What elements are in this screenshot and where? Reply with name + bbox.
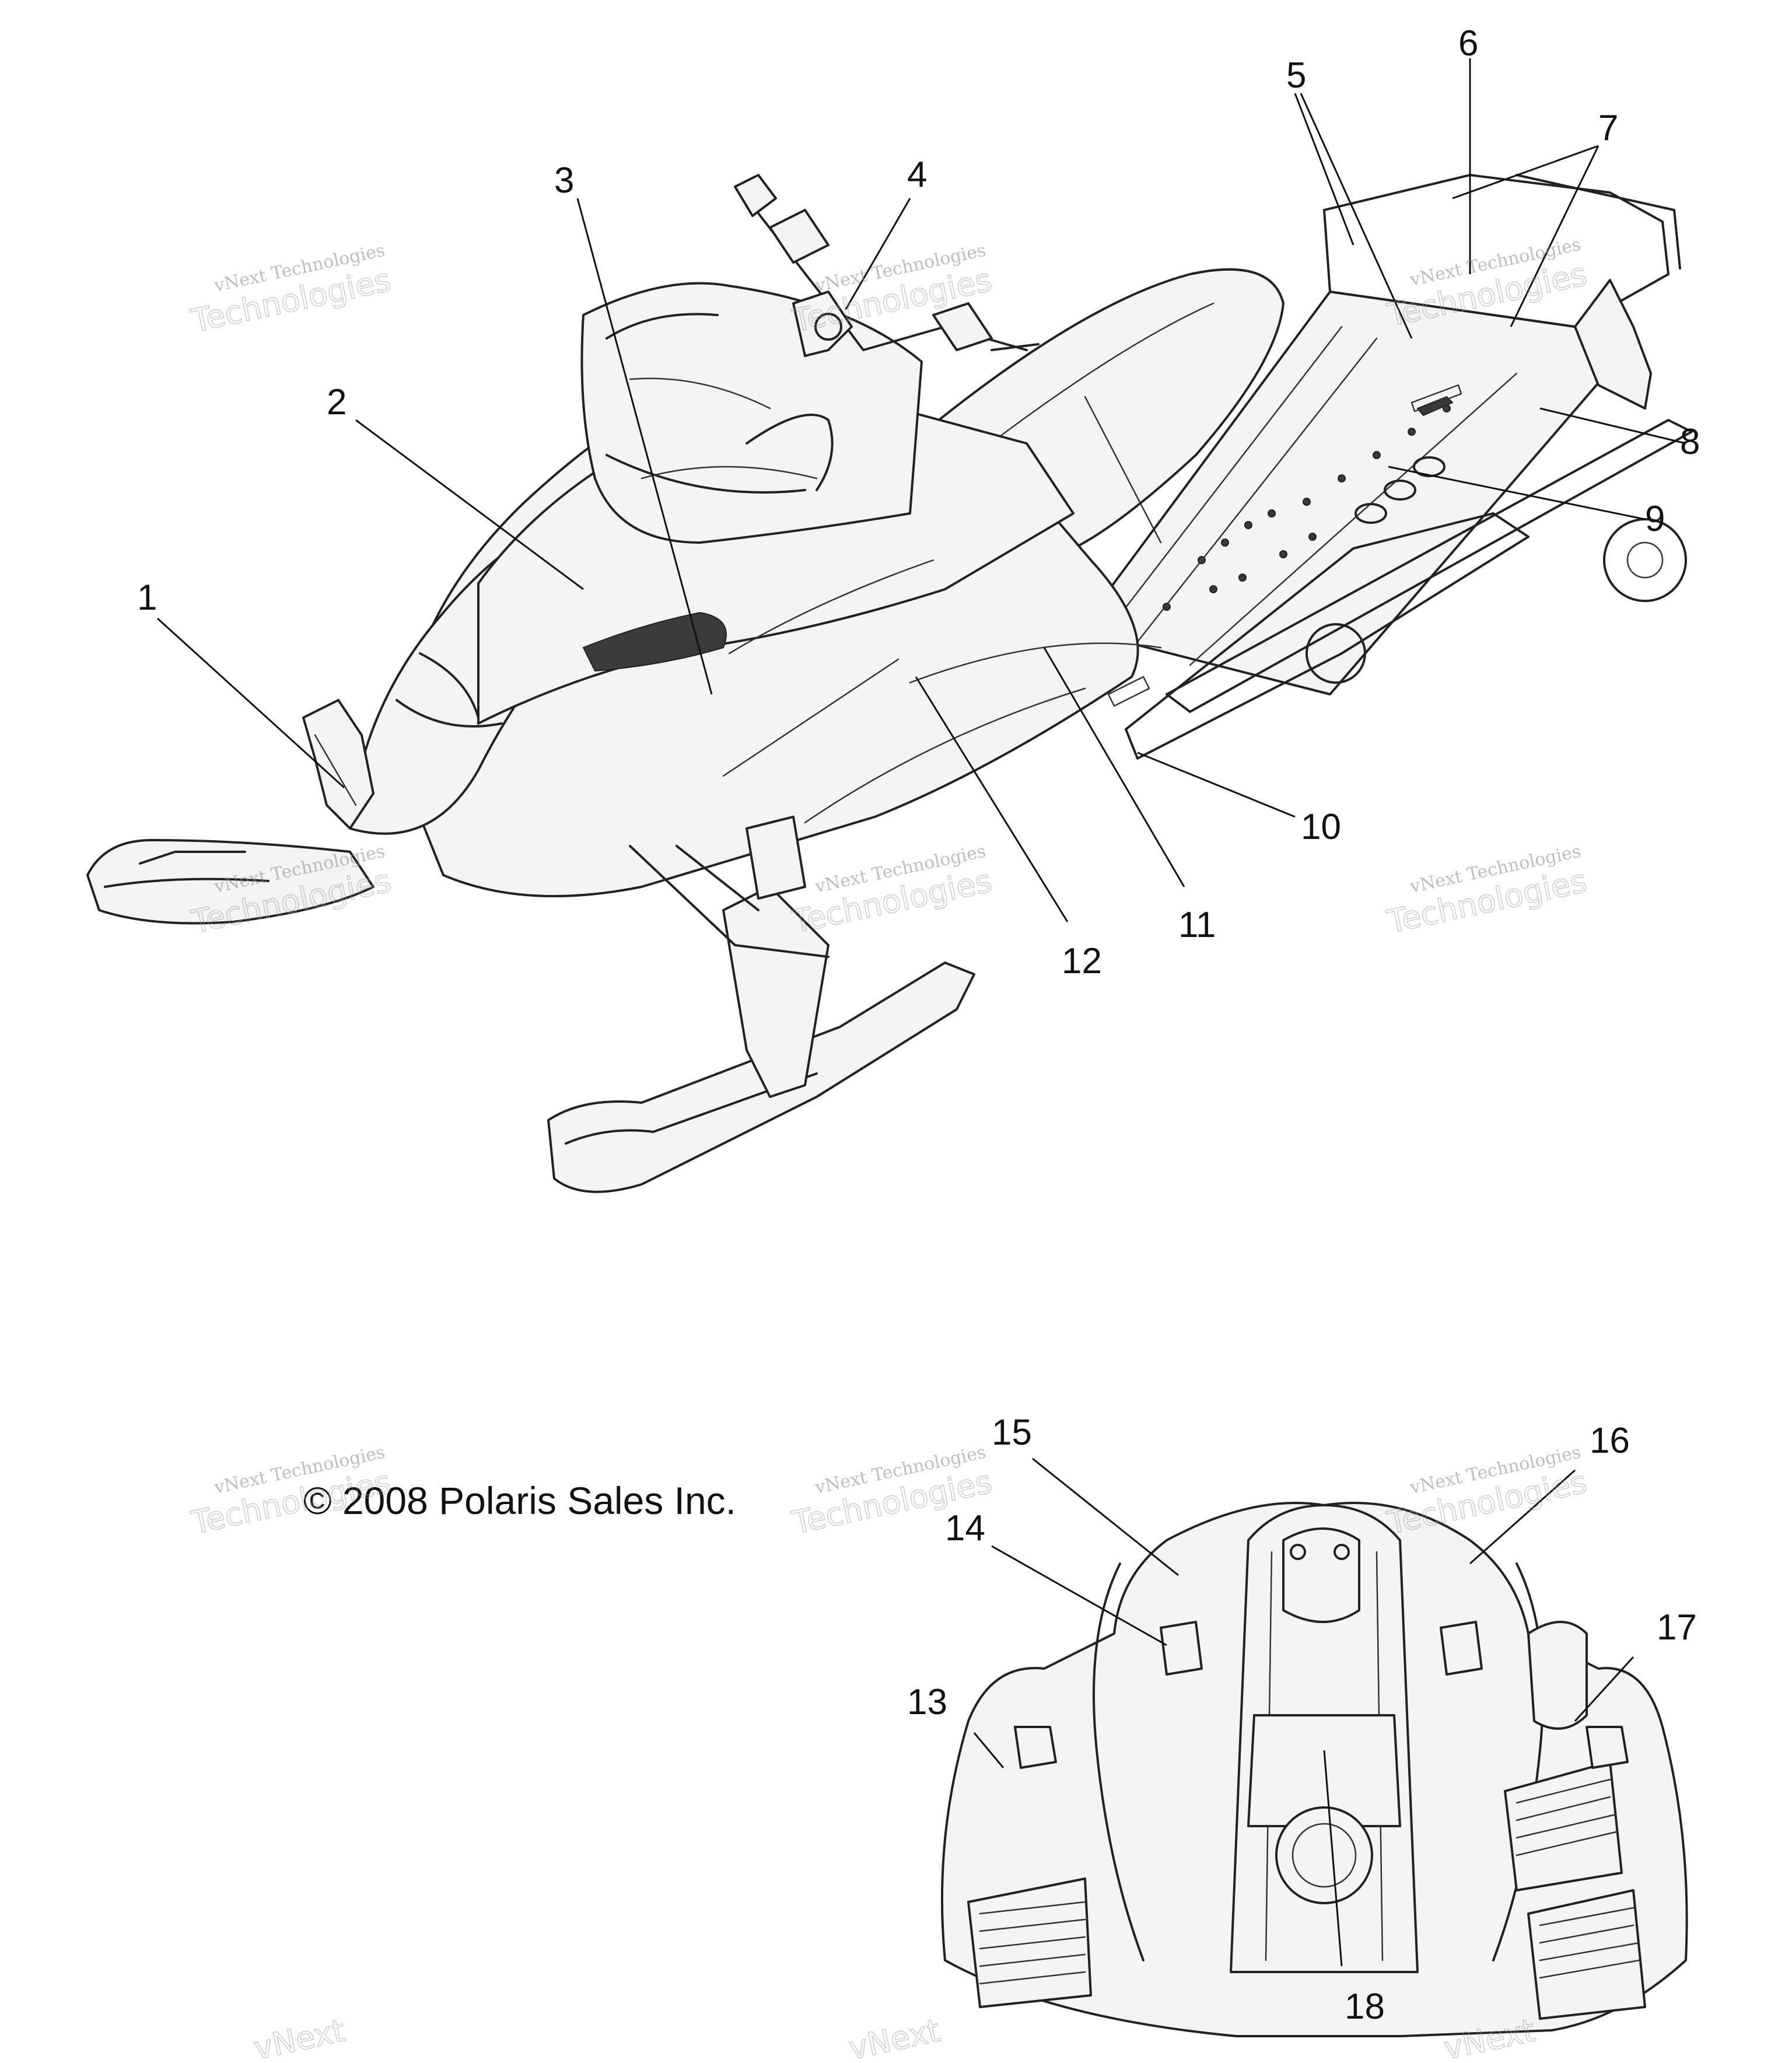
callout-1: 1 (137, 578, 157, 618)
watermark-text: vNext (846, 2012, 943, 2063)
snowmobile-drawing (86, 174, 1693, 1193)
callout-8: 8 (1680, 422, 1700, 462)
copyright-text: © 2008 Polaris Sales Inc. (303, 1479, 736, 1522)
tunnel-rivets (1163, 404, 1451, 611)
callout-12: 12 (1062, 941, 1102, 981)
callout-7: 7 (1598, 108, 1618, 148)
callout-labels: 1 2 3 4 5 6 7 8 9 10 11 12 13 14 15 16 1… (137, 23, 1700, 2027)
callout-9: 9 (1645, 499, 1665, 539)
callout-2: 2 (327, 382, 346, 422)
callout-14: 14 (945, 1508, 985, 1548)
callout-17: 17 (1657, 1607, 1697, 1648)
callout-5: 5 (1286, 55, 1306, 96)
console-drawing (941, 1502, 1688, 2037)
callout-11: 11 (1178, 905, 1216, 945)
callout-18: 18 (1345, 1987, 1385, 2027)
callout-15: 15 (992, 1412, 1032, 1453)
leader-lines (156, 58, 1686, 1967)
watermark-text: vNext (251, 2012, 348, 2063)
callout-6: 6 (1458, 23, 1478, 64)
callout-16: 16 (1590, 1421, 1630, 1461)
callout-3: 3 (554, 160, 574, 201)
callout-4: 4 (907, 155, 927, 195)
callout-13: 13 (907, 1682, 947, 1722)
callout-10: 10 (1301, 807, 1341, 847)
